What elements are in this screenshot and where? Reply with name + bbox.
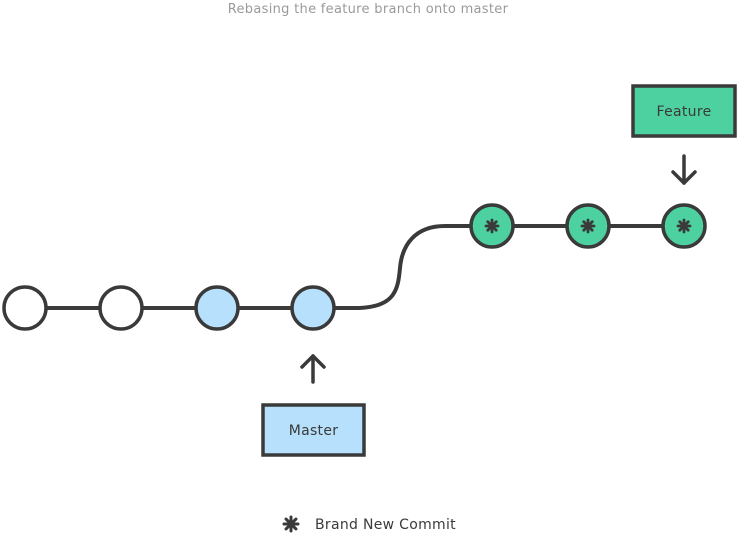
- commit-c7: [661, 203, 707, 249]
- asterisk-icon: [484, 218, 500, 234]
- feature-branch-pointer: Feature: [631, 84, 737, 185]
- arrow-up-icon: [300, 354, 326, 384]
- diagram-title: Rebasing the feature branch onto master: [228, 2, 509, 17]
- commit-node: [290, 285, 336, 331]
- commit-c3: [194, 285, 240, 331]
- legend-label: Brand New Commit: [315, 517, 456, 533]
- commit-c1: [2, 285, 48, 331]
- asterisk-icon: [580, 218, 596, 234]
- commit-node: [194, 285, 240, 331]
- commit-node: [98, 285, 144, 331]
- master-branch-box: [261, 403, 366, 457]
- commit-c4: [290, 285, 336, 331]
- asterisk-icon: [282, 515, 300, 533]
- arrow-down-icon: [671, 154, 697, 185]
- commit-history-line: [25, 224, 684, 310]
- commit-c5: [469, 203, 515, 249]
- feature-branch-label: Feature: [656, 104, 711, 120]
- feature-branch-box: [631, 84, 737, 138]
- commit-c6: [565, 203, 611, 249]
- asterisk-icon: [676, 218, 692, 234]
- master-branch-pointer: Master: [261, 354, 366, 457]
- master-branch-label: Master: [289, 423, 339, 439]
- commit-c2: [98, 285, 144, 331]
- legend: Brand New Commit: [282, 515, 456, 533]
- commit-node: [2, 285, 48, 331]
